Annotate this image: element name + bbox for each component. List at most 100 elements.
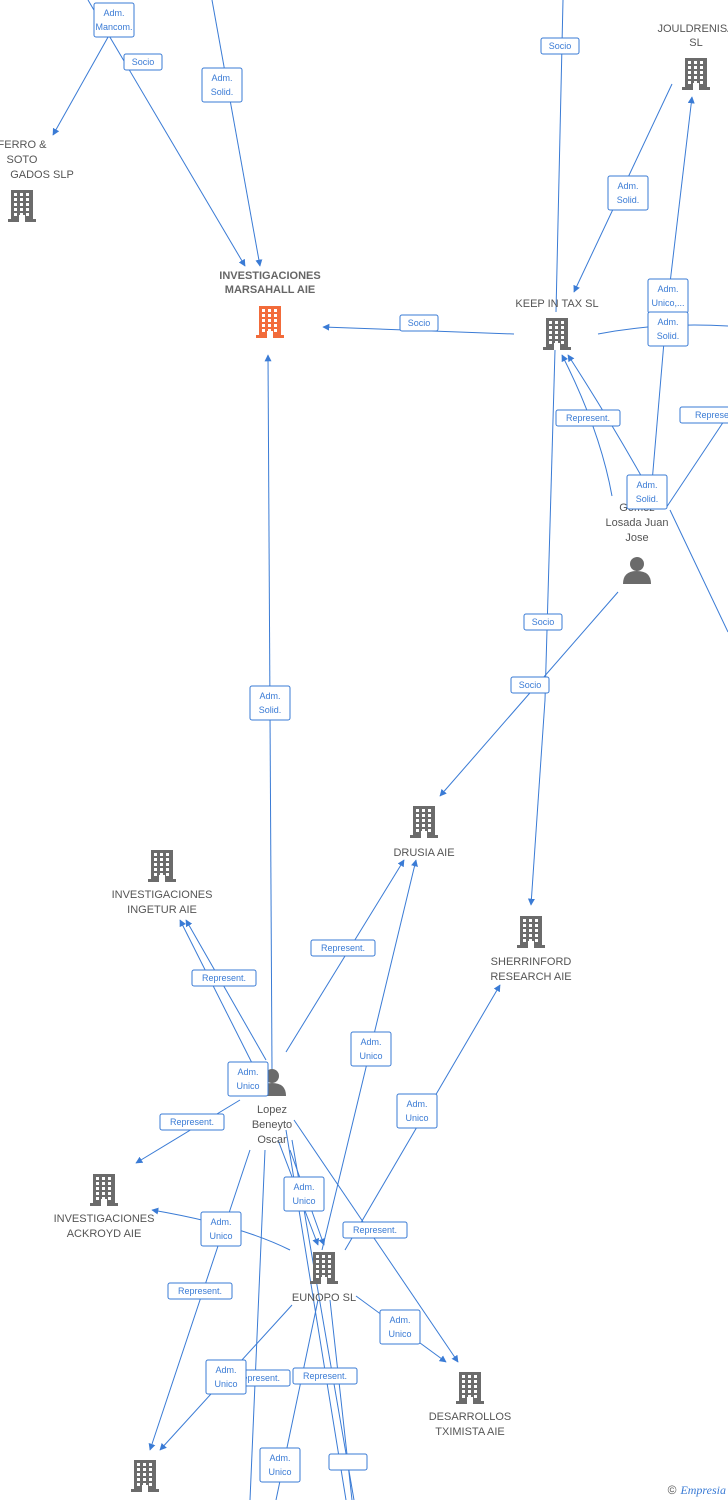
edge-lopez-bottomleft: [148, 1149, 251, 1451]
edge-label-adm-unico[interactable]: Adm. Unico: [200, 1211, 242, 1247]
svg-text:Adm.: Adm.: [657, 317, 678, 327]
svg-text:Unico: Unico: [359, 1051, 382, 1061]
svg-text:Adm.: Adm.: [389, 1315, 410, 1325]
edge-label-adm-unico[interactable]: Adm.Unico: [379, 1309, 421, 1345]
svg-text:Adm.: Adm.: [237, 1067, 258, 1077]
edge-label-socio[interactable]: Socio: [540, 37, 580, 55]
edge-label-represent[interactable]: Represent.: [292, 1367, 358, 1385]
edge-label-represent[interactable]: Represent.: [159, 1113, 225, 1131]
svg-text:Adm.: Adm.: [617, 181, 638, 191]
edge-label-adm-unico[interactable]: Adm. Unico: [350, 1031, 392, 1067]
node-label: EUNOPO SL: [292, 1292, 356, 1304]
footer-brand: ©Empresia: [668, 1483, 726, 1498]
edge-label-represent[interactable]: Represent.: [310, 939, 376, 957]
svg-text:Adm.: Adm.: [360, 1037, 381, 1047]
edge-label-adm-unico[interactable]: Adm.Unico: [205, 1359, 247, 1395]
edge-label-adm-unico[interactable]: Adm. Unico: [259, 1447, 301, 1483]
edge-lopez-ackroyd-rep: [135, 1099, 241, 1164]
edge-label-adm-solid[interactable]: Adm. Solid.: [647, 311, 689, 347]
svg-text:Socio: Socio: [408, 318, 431, 328]
svg-text:Represe: Represe: [695, 410, 728, 420]
node-eunopo[interactable]: EUNOPO SL: [292, 1252, 356, 1304]
edge-label-socio[interactable]: Socio: [510, 676, 550, 694]
svg-text:Unico: Unico: [209, 1231, 232, 1241]
svg-text:Unico: Unico: [405, 1113, 428, 1123]
edge-label-represent[interactable]: Represent.: [167, 1282, 233, 1300]
edge-label-represent[interactable]: Represent.: [342, 1221, 408, 1239]
edge-label-socio[interactable]: Socio: [399, 314, 439, 332]
edge-label-adm-unico[interactable]: Adm. Unico: [396, 1093, 438, 1129]
svg-text:Adm.: Adm.: [210, 1217, 231, 1227]
edge-lopez-desarrollos: [293, 1119, 459, 1363]
svg-text:Represent.: Represent.: [321, 943, 365, 953]
building-icon: [148, 850, 176, 882]
edge-label-adm-solid[interactable]: Adm.Solid.: [249, 685, 291, 721]
building-icon: [456, 1372, 484, 1404]
building-icon: [8, 190, 36, 222]
node-bottom-left-company[interactable]: [131, 1460, 159, 1492]
svg-text:Unico,...: Unico,...: [651, 298, 684, 308]
person-icon: [623, 557, 651, 584]
node-label: KEEP IN TAX SL: [515, 298, 598, 310]
svg-text:Solid.: Solid.: [657, 331, 680, 341]
edge-socio-top-marsahall: [87, 0, 246, 267]
edge-keepintax-down: [544, 349, 556, 701]
copyright-symbol: ©: [667, 1483, 677, 1497]
svg-text:Adm.: Adm.: [211, 73, 232, 83]
svg-text:Represent.: Represent.: [170, 1117, 214, 1127]
edge-label-represent[interactable]: Represent.: [191, 969, 257, 987]
svg-text:Adm.: Adm.: [259, 691, 280, 701]
svg-text:Adm.: Adm.: [657, 284, 678, 294]
building-icon: [517, 916, 545, 948]
svg-text:Adm.: Adm.: [293, 1182, 314, 1192]
svg-text:Mancom.: Mancom.: [95, 22, 132, 32]
edge-gomez-drusia: [439, 591, 619, 797]
edge-to-sherrinford: [527, 699, 546, 906]
edge-label-adm-unico[interactable]: Adm.Unico: [227, 1061, 269, 1097]
svg-text:Adm.: Adm.: [269, 1453, 290, 1463]
svg-text:Adm.: Adm.: [406, 1099, 427, 1109]
svg-text:Socio: Socio: [532, 617, 555, 627]
edge-label-adm-unico[interactable]: Adm.Unico: [283, 1176, 325, 1212]
edge-label-adm-unico[interactable]: Adm. Unico,...: [647, 278, 689, 314]
svg-text:Adm.: Adm.: [636, 480, 657, 490]
edge-label-socio[interactable]: Socio: [123, 53, 163, 71]
edges: [52, 0, 728, 1500]
edge-gomez-right: [665, 414, 728, 509]
node-drusia[interactable]: DRUSIA AIE: [393, 806, 455, 859]
edge-label-adm-solid[interactable]: Adm. Solid.: [626, 474, 668, 510]
svg-text:Represent.: Represent.: [566, 413, 610, 423]
node-keep-in-tax[interactable]: KEEP IN TAX SL: [515, 298, 599, 350]
edge-label-socio[interactable]: Socio: [523, 613, 563, 631]
svg-text:Represent.: Represent.: [353, 1225, 397, 1235]
edge-lopez-down-a: [249, 1149, 266, 1500]
svg-text:Solid.: Solid.: [636, 494, 659, 504]
building-icon: [682, 58, 710, 90]
edge-label-adm-solid[interactable]: Adm.Solid.: [201, 67, 243, 103]
brand-logo-text: Empresia: [680, 1483, 726, 1497]
edge-label-represent-partial[interactable]: Represe: [679, 406, 728, 424]
edge-unico-jouldrenisa: [667, 96, 695, 301]
edge-label-adm-mancom[interactable]: Adm.Mancom.: [93, 2, 135, 38]
edge-label-adm-solid[interactable]: Adm.Solid.: [607, 175, 649, 211]
edge-label-boxes: Adm.Mancom. Socio Adm.Solid. Socio Adm.S…: [93, 2, 728, 1483]
svg-text:Unico: Unico: [268, 1467, 291, 1477]
edge-label-adm-unico[interactable]: [328, 1453, 368, 1471]
edge-label-represent[interactable]: Represent.: [555, 409, 621, 427]
